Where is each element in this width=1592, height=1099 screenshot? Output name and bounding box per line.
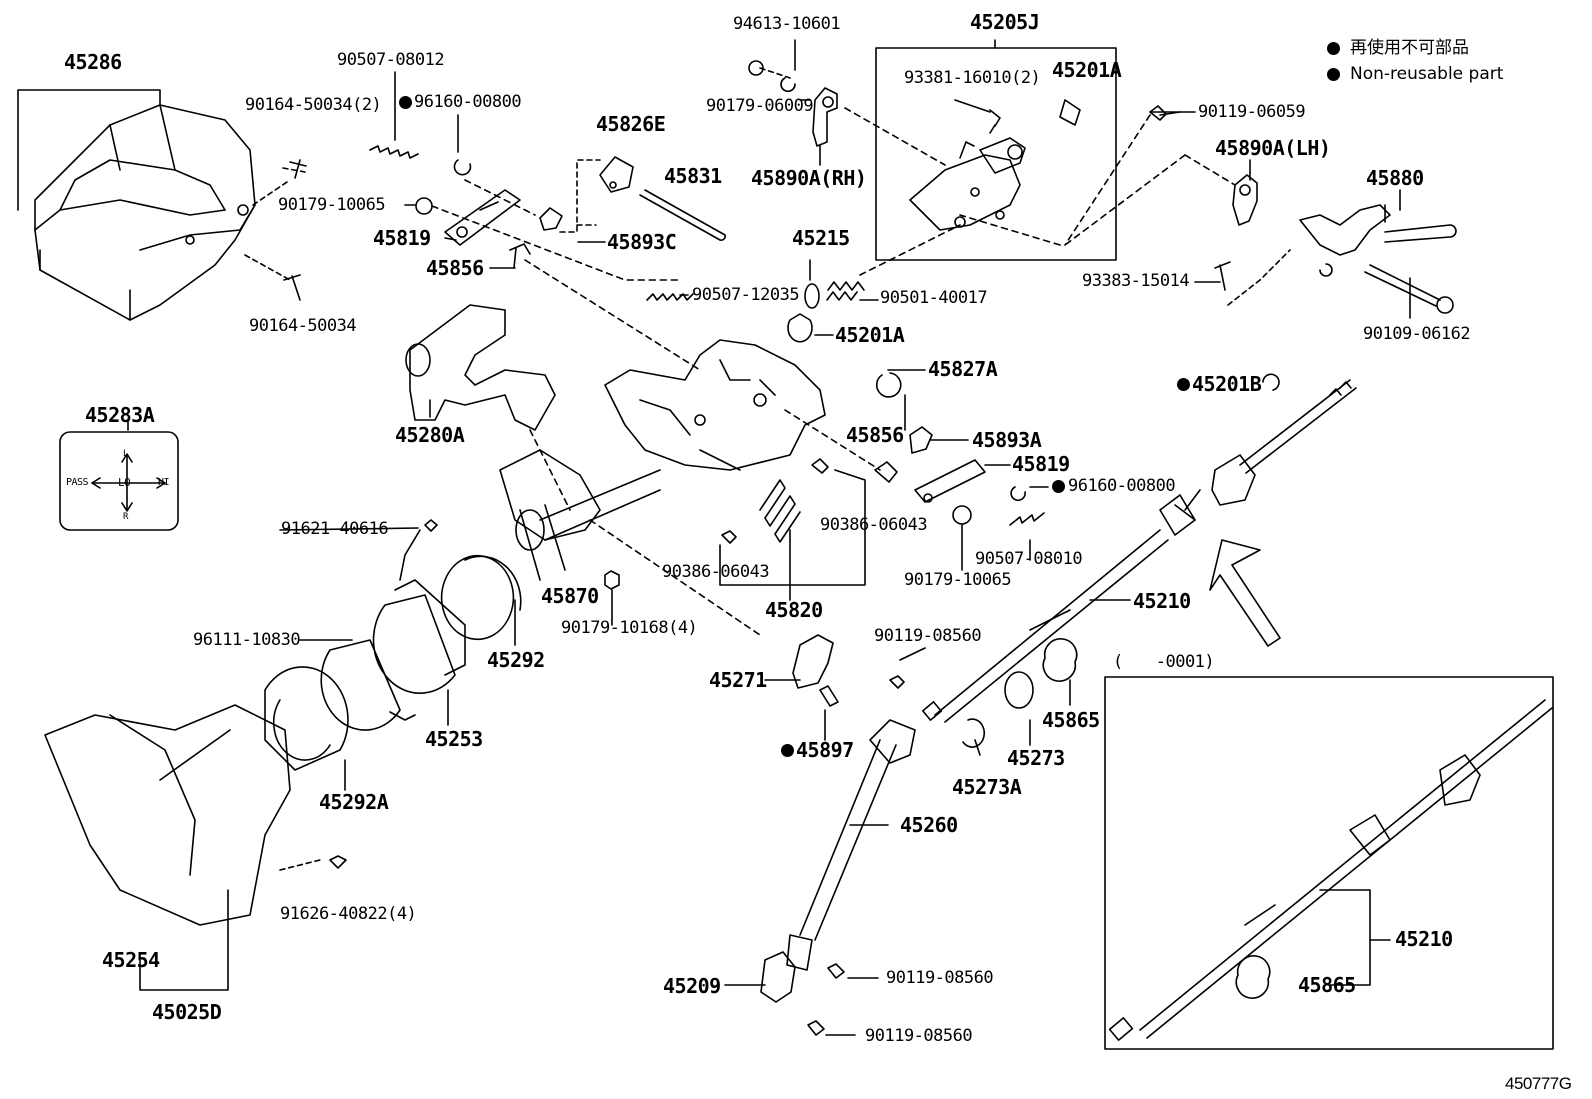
nonreusable-dot-96160-a	[399, 96, 412, 109]
part-label-91626-40822-4: 91626-40822(4)	[280, 904, 417, 924]
switch-label-center: LO	[118, 476, 131, 489]
shaft-45210-drawing	[921, 373, 1357, 723]
part-label-96111-10830: 96111-10830	[193, 630, 301, 650]
part-label-45827A: 45827A	[928, 357, 998, 381]
part-label-91621-40616: 91621-40616	[281, 519, 389, 539]
part-label-45865-b: 45865	[1298, 973, 1356, 997]
lever-45880-drawing	[959, 105, 1457, 314]
nonreusable-dot-45201B	[1177, 378, 1190, 391]
part-label-90386-06043-a: 90386-06043	[820, 515, 928, 535]
part-label-45826E: 45826E	[596, 112, 666, 136]
part-label-90507-08012: 90507-08012	[337, 50, 445, 70]
legend-text-jp: 再使用不可部品	[1350, 38, 1469, 58]
part-label-45253: 45253	[425, 727, 483, 751]
part-label-45205J: 45205J	[970, 10, 1040, 34]
part-label-90179-10168-4: 90179-10168(4)	[561, 618, 698, 638]
part-label-45025D: 45025D	[152, 1000, 222, 1024]
part-label-45201A-b: 45201A	[835, 323, 905, 347]
part-label-45890A-RH: 45890A(RH)	[751, 166, 867, 190]
spring-45820-drawing	[604, 458, 866, 626]
diagram-code: 450777G	[1505, 1074, 1572, 1093]
part-label-90119-06059: 90119-06059	[1198, 102, 1306, 122]
part-label-90164-50034-2: 90164-50034(2)	[245, 95, 382, 115]
lever-45819-right-drawing	[874, 372, 1045, 571]
part-label-90386-06043-b: 90386-06043	[662, 562, 770, 582]
part-label-45897: 45897	[796, 738, 854, 762]
part-label-45292A: 45292A	[319, 790, 389, 814]
part-label-45273A: 45273A	[952, 775, 1022, 799]
part-label-45271: 45271	[709, 668, 767, 692]
inset-box-drawing	[1104, 676, 1554, 1050]
part-label-90501-40017: 90501-40017	[880, 288, 988, 308]
part-label-45820: 45820	[765, 598, 823, 622]
part-label-45292: 45292	[487, 648, 545, 672]
part-label-45856-a: 45856	[426, 256, 484, 280]
part-label-45201B: 45201B	[1192, 372, 1262, 396]
part-label-96160-00800-b: 96160-00800	[1068, 476, 1176, 496]
part-label-45819-a: 45819	[373, 226, 431, 250]
part-label-90119-08560-a: 90119-08560	[874, 626, 982, 646]
part-label-45880: 45880	[1366, 166, 1424, 190]
part-label-45856-b: 45856	[846, 423, 904, 447]
part-label-45201A-a: 45201A	[1052, 58, 1122, 82]
part-label-90119-08560-b: 90119-08560	[886, 968, 994, 988]
legend-text-en: Non-reusable part	[1350, 64, 1504, 84]
part-label-45254: 45254	[102, 948, 160, 972]
part-label-90179-06009: 90179-06009	[706, 96, 814, 116]
part-label-45283A: 45283A	[85, 403, 155, 427]
part-label-45865-a: 45865	[1042, 708, 1100, 732]
part-label-90179-10065-a: 90179-10065	[278, 195, 386, 215]
part-label-45273: 45273	[1007, 746, 1065, 770]
upper-left-lever-drawing	[369, 71, 726, 371]
part-label-90507-08010: 90507-08010	[975, 549, 1083, 569]
part-label-45280A: 45280A	[395, 423, 465, 447]
part-label-45819-b: 45819	[1012, 452, 1070, 476]
part-label-93381-16010-2: 93381-16010(2)	[904, 68, 1041, 88]
lock-assy-45205J-drawing	[875, 39, 1117, 261]
bracket-45890A-rh-drawing	[748, 39, 946, 166]
switch-label-down: R	[123, 512, 128, 522]
part-label-96160-00800-a: 96160-00800	[414, 92, 522, 112]
nonreusable-dot-45897	[781, 744, 794, 757]
part-label-45831: 45831	[664, 164, 722, 188]
part-label-90507-12035: 90507-12035	[692, 285, 800, 305]
part-label-inset-range: ( -0001)	[1113, 652, 1215, 672]
part-label-45209: 45209	[663, 974, 721, 998]
switch-label-right: HI	[158, 477, 170, 488]
bracket-45280A-drawing	[405, 304, 571, 511]
part-label-45286: 45286	[64, 50, 122, 74]
cylinder-45215-drawing	[787, 224, 961, 343]
column-assy-drawing	[499, 339, 881, 636]
part-label-94613-10601: 94613-10601	[733, 14, 841, 34]
legend-dot-jp	[1327, 42, 1340, 55]
switch-plate-45283A-drawing	[59, 419, 179, 531]
part-label-93383-15014: 93383-15014	[1082, 271, 1190, 291]
part-label-45870: 45870	[541, 584, 599, 608]
lower-middle-parts-drawing	[760, 634, 1078, 1036]
part-label-45215: 45215	[792, 226, 850, 250]
lower-left-assembly-drawing	[44, 519, 522, 991]
part-label-90164-50034: 90164-50034	[249, 316, 357, 336]
switch-label-up: L	[123, 449, 128, 459]
nonreusable-dot-96160-b	[1052, 480, 1065, 493]
column-cover-45286-drawing	[17, 89, 256, 321]
legend-dot-en	[1327, 68, 1340, 81]
leader-lines-drawing	[279, 99, 1411, 1036]
part-label-45893C: 45893C	[607, 230, 677, 254]
screw-90164-drawing	[244, 159, 307, 301]
part-label-90109-06162: 90109-06162	[1363, 324, 1471, 344]
part-label-45260: 45260	[900, 813, 958, 837]
part-label-45893A: 45893A	[972, 428, 1042, 452]
part-label-45210-b: 45210	[1395, 927, 1453, 951]
part-label-90179-10065-b: 90179-10065	[904, 570, 1012, 590]
switch-label-left: PASS	[66, 477, 89, 488]
part-label-45210-a: 45210	[1133, 589, 1191, 613]
part-label-90119-08560-c: 90119-08560	[865, 1026, 973, 1046]
part-label-45890A-LH: 45890A(LH)	[1215, 136, 1331, 160]
